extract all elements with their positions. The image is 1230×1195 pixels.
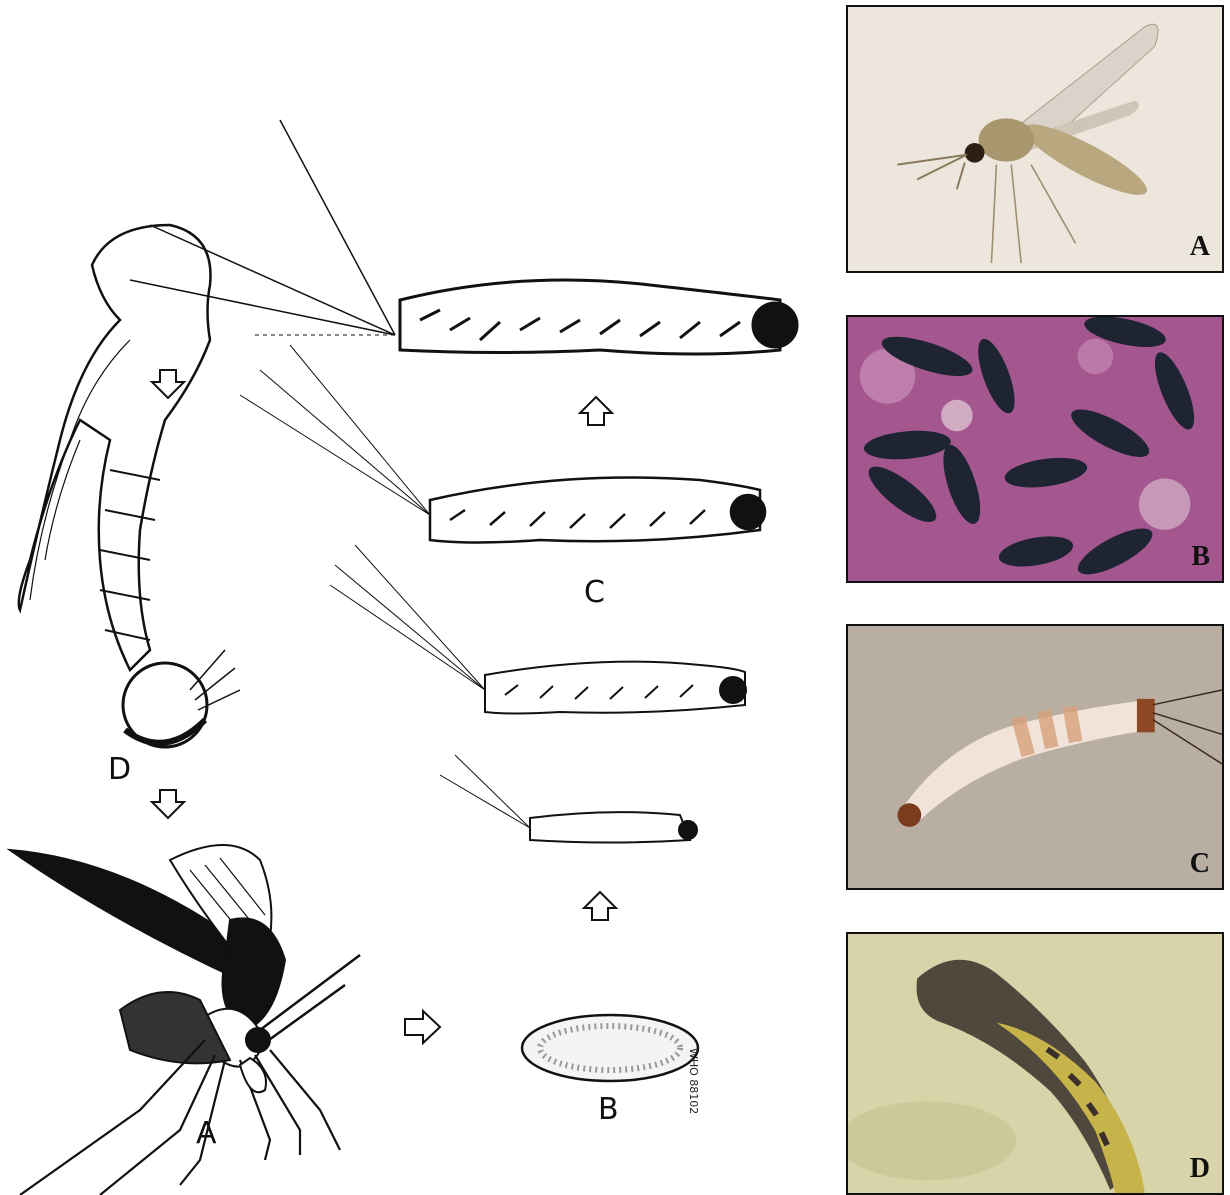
adult-label: A — [196, 1116, 218, 1151]
pupa-photo-icon — [848, 934, 1222, 1193]
eggs-photo-icon — [848, 317, 1222, 581]
larva-fourth-instar — [130, 120, 797, 354]
arrow-down-to-pupa — [152, 370, 184, 398]
larva-photo-icon — [848, 626, 1222, 888]
photo-panel-b: B — [846, 315, 1224, 583]
adult-sandfly-photo-icon — [848, 7, 1222, 271]
who-figure-code: WHO 88102 — [687, 1048, 700, 1114]
arrow-down-to-adult — [152, 790, 184, 818]
larva-first-instar — [440, 755, 697, 843]
pupa-drawing — [19, 225, 240, 747]
egg-drawing — [522, 1015, 698, 1081]
arrow-right-to-egg — [405, 1011, 440, 1043]
larva-second-instar — [330, 545, 746, 714]
larvae-label: C — [584, 575, 606, 610]
arrow-up-between-larvae — [580, 397, 612, 425]
adult-drawing — [10, 845, 360, 1195]
life-cycle-drawing — [0, 0, 820, 1195]
photo-panel-c: C — [846, 624, 1224, 890]
photo-label-a: A — [1190, 231, 1210, 263]
arrow-up-from-egg — [584, 892, 616, 920]
pupa-label: D — [108, 752, 132, 787]
photo-panel-d: D — [846, 932, 1224, 1195]
egg-label: B — [598, 1092, 620, 1127]
photo-label-b: B — [1191, 541, 1210, 573]
photo-label-c: C — [1190, 848, 1210, 880]
photo-panel-a: A — [846, 5, 1224, 273]
larva-third-instar — [240, 345, 765, 543]
photo-label-d: D — [1190, 1153, 1210, 1185]
